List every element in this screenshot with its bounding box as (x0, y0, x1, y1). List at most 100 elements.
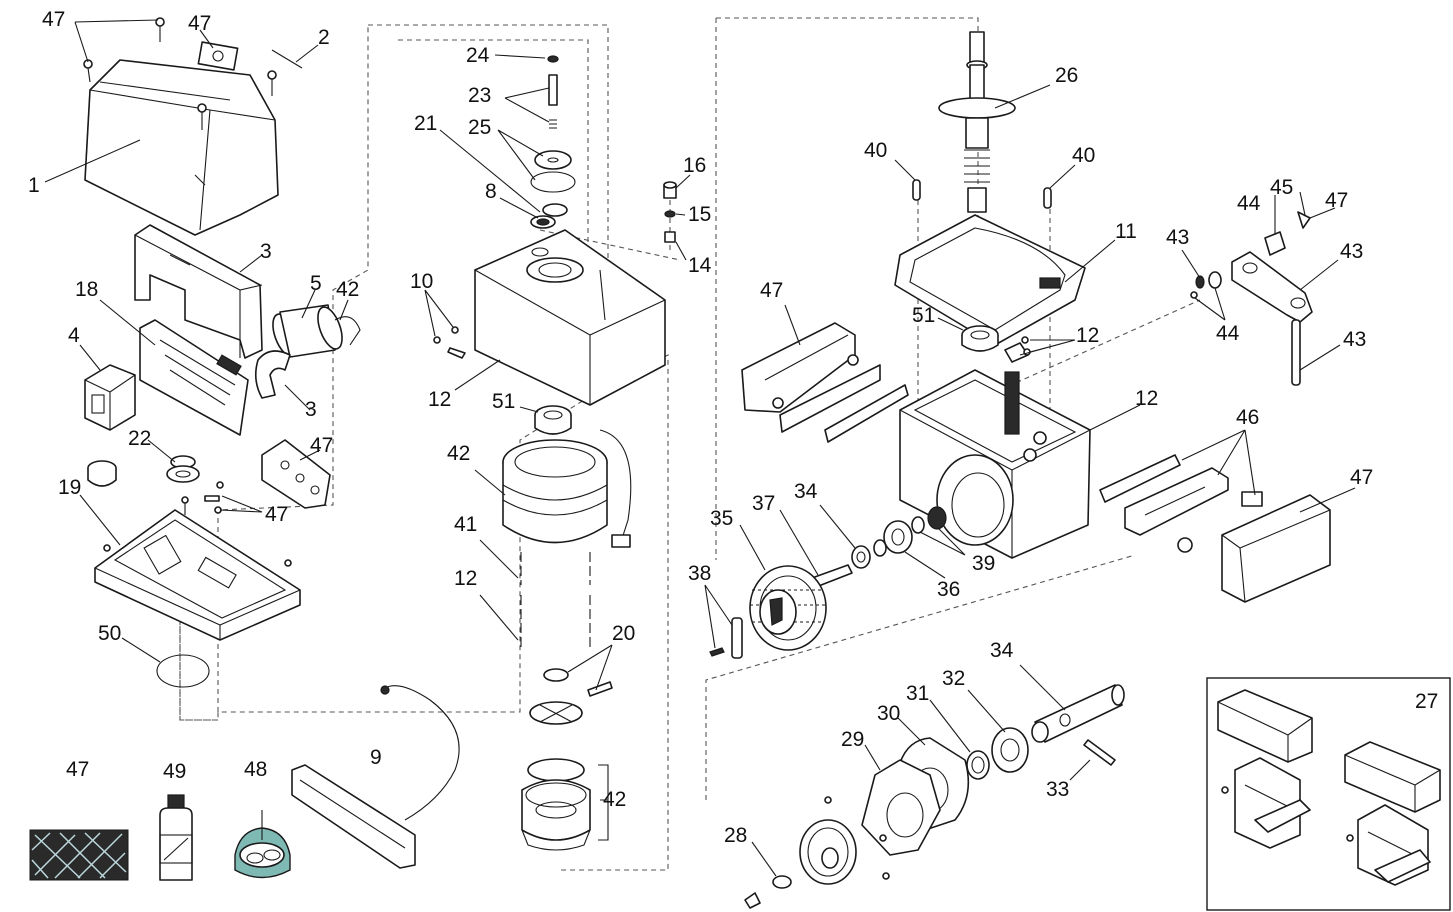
label-42: 42 (336, 278, 359, 301)
label-43: 43 (1166, 226, 1189, 249)
screws-47-mid (181, 481, 224, 515)
label-44: 44 (1216, 322, 1240, 345)
label-14: 14 (688, 254, 712, 277)
label-40: 40 (864, 139, 887, 162)
label-12: 12 (454, 567, 477, 590)
label-47: 47 (42, 8, 65, 31)
part-44-45-47-release-lever (1190, 211, 1313, 386)
label-40: 40 (1072, 144, 1095, 167)
part-gear-lower (799, 819, 857, 885)
label-22: 22 (128, 427, 151, 450)
screws-47-top (83, 17, 277, 130)
part-16-15-14 (663, 181, 677, 243)
label-34: 34 (794, 480, 818, 503)
label-38: 38 (688, 562, 711, 585)
label-43: 43 (1340, 240, 1363, 263)
part-31-ring (966, 750, 990, 780)
part-47-cover-right (1221, 494, 1331, 603)
part-32-bearing (991, 727, 1029, 773)
label-36: 36 (937, 578, 960, 601)
part-51-bearing (534, 405, 572, 435)
part-47-terminal-block (261, 439, 331, 509)
part-22-gland (166, 455, 200, 483)
label-25: 25 (468, 116, 491, 139)
label-47: 47 (66, 758, 89, 781)
part-46-brackets (1099, 454, 1263, 553)
label-44: 44 (1237, 192, 1261, 215)
label-9: 9 (370, 746, 382, 769)
part-3-housing (134, 224, 263, 359)
label-3: 3 (260, 240, 272, 263)
label-42: 42 (447, 442, 470, 465)
part-49-oil-bottle (159, 794, 193, 881)
part-47-pad (29, 829, 129, 881)
part-2-pin (271, 49, 303, 69)
label-12: 12 (1076, 324, 1099, 347)
leader-lines (44, 19, 1356, 877)
part-5-capacitor (272, 304, 361, 358)
label-26: 26 (1055, 64, 1078, 87)
label-47: 47 (760, 279, 783, 302)
label-1: 1 (28, 174, 40, 197)
label-15: 15 (688, 203, 711, 226)
part-1-top-cover (84, 41, 279, 236)
part-11-gasket (894, 214, 1086, 346)
label-21: 21 (414, 112, 437, 135)
label-48: 48 (244, 758, 267, 781)
label-30: 30 (877, 702, 900, 725)
part-27-inset (1206, 677, 1451, 911)
label-37: 37 (752, 492, 775, 515)
part-10-screws (433, 326, 466, 359)
part-47-bracket (741, 322, 909, 443)
label-49: 49 (163, 760, 186, 783)
part-34-worm-shaft (1031, 684, 1125, 743)
part-number-labels: 47 47 2 1 3 5 42 18 4 3 22 47 19 47 50 4… (28, 8, 1438, 847)
part-24-23-shaft (547, 55, 559, 129)
label-4: 4 (68, 324, 80, 347)
label-35: 35 (710, 507, 733, 530)
label-19: 19 (58, 476, 81, 499)
part-48-oil-can (234, 810, 291, 879)
part-34-washer (851, 545, 871, 569)
label-29: 29 (841, 728, 864, 751)
part-42-rotor (521, 758, 591, 851)
label-51: 51 (492, 390, 515, 413)
label-3: 3 (305, 398, 317, 421)
label-45: 45 (1270, 176, 1293, 199)
part-51-bearing-right (961, 325, 999, 352)
part-plug (87, 460, 117, 487)
part-25-flange (530, 150, 576, 193)
label-43: 43 (1343, 328, 1366, 351)
label-31: 31 (906, 682, 929, 705)
label-12: 12 (1135, 387, 1158, 410)
label-24: 24 (466, 44, 490, 67)
label-12: 12 (428, 388, 451, 411)
part-40-pins (912, 179, 1052, 209)
label-33: 33 (1046, 778, 1069, 801)
label-47: 47 (265, 503, 288, 526)
label-20: 20 (612, 622, 635, 645)
part-35-worm-gear (749, 565, 827, 651)
part-50-o-ring (156, 654, 210, 688)
part-9-cable-bracket (291, 685, 460, 869)
part-28-screw-washer (744, 875, 792, 909)
label-2: 2 (318, 26, 330, 49)
part-18-circuit-board (139, 319, 249, 436)
label-8: 8 (485, 180, 497, 203)
label-10: 10 (410, 270, 433, 293)
label-27: 27 (1415, 690, 1438, 713)
label-34: 34 (990, 639, 1014, 662)
part-12-gearbox-housing (899, 369, 1091, 559)
part-41-bolts (520, 552, 591, 648)
label-50: 50 (98, 622, 121, 645)
part-8-21-bearing (530, 203, 568, 229)
label-39: 39 (972, 552, 995, 575)
part-20-washers (529, 668, 613, 725)
label-46: 46 (1236, 406, 1259, 429)
part-12-screws-right (1004, 336, 1031, 363)
label-5: 5 (310, 272, 322, 295)
label-32: 32 (942, 667, 965, 690)
part-26-output-shaft (938, 31, 1016, 213)
label-41: 41 (454, 513, 477, 536)
part-29-motor-flange (824, 759, 941, 880)
